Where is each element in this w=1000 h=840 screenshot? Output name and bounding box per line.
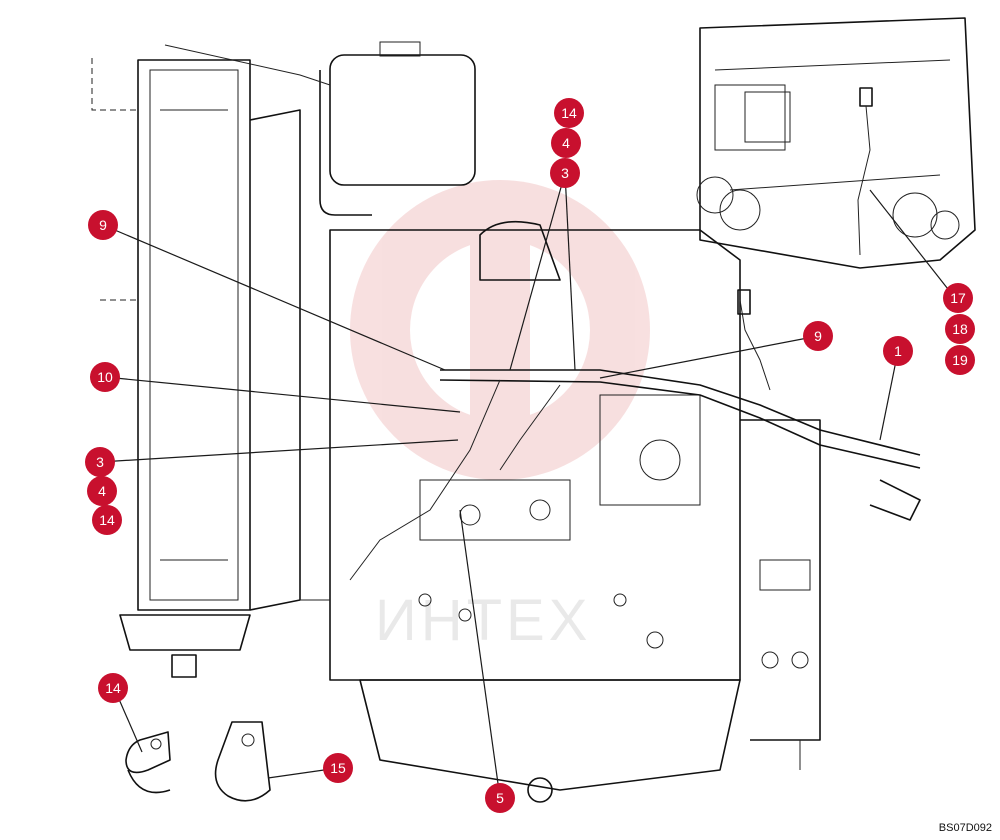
watermark-text: ИНТЕХ [375, 588, 591, 653]
callout-label: 4 [562, 135, 570, 151]
leader-3a-2 [564, 172, 576, 371]
callout-label: 4 [98, 483, 106, 499]
leader-1 [879, 350, 899, 441]
wiring-harness [349, 289, 921, 581]
leader-3b [99, 439, 459, 463]
callout-label: 3 [96, 454, 104, 470]
leader-lines [99, 172, 956, 799]
callout-label: 9 [99, 217, 107, 233]
callout-label: 9 [814, 328, 822, 344]
inset-detail [696, 17, 976, 269]
engine-block [300, 220, 741, 803]
callout-label: 5 [496, 790, 504, 806]
callout-3-left: 3 [85, 447, 115, 477]
leader-3a-1 [509, 172, 566, 371]
callout-label: 3 [561, 165, 569, 181]
leader-5 [459, 509, 501, 799]
callout-14-left: 14 [92, 505, 122, 535]
frame-bracket [740, 419, 821, 770]
callout-label: 19 [952, 352, 968, 368]
leader-9b [599, 335, 819, 379]
callout-label: 14 [99, 512, 115, 528]
callout-4-top: 4 [551, 128, 581, 158]
drawing-code: BS07D092 [938, 822, 992, 834]
callout-14-bottom: 14 [98, 673, 128, 703]
watermark-logo: ИНТЕХ [350, 180, 650, 653]
callout-label: 14 [105, 680, 121, 696]
leader-10 [104, 376, 461, 413]
callout-3-top: 3 [550, 158, 580, 188]
coolant-reservoir [164, 41, 476, 216]
callout-label: 17 [950, 290, 966, 306]
radiator [91, 58, 301, 678]
callout-18: 18 [945, 314, 975, 344]
callout-19: 19 [945, 345, 975, 375]
callout-9-left: 9 [88, 210, 118, 240]
leader-9a [102, 224, 446, 371]
callout-label: 18 [952, 321, 968, 337]
callout-label: 1 [894, 343, 902, 359]
callout-label: 10 [97, 369, 113, 385]
callout-5: 5 [485, 783, 515, 813]
leader-17 [869, 189, 956, 299]
callout-4-left: 4 [87, 476, 117, 506]
clamp-detail-15 [214, 721, 271, 802]
callout-15: 15 [323, 753, 353, 783]
callout-1: 1 [883, 336, 913, 366]
callout-10: 10 [90, 362, 120, 392]
callout-label: 14 [561, 105, 577, 121]
callout-14-top: 14 [554, 98, 584, 128]
clamp-detail-14 [125, 731, 171, 794]
callout-9-right: 9 [803, 321, 833, 351]
callout-label: 15 [330, 760, 346, 776]
callout-17: 17 [943, 283, 973, 313]
